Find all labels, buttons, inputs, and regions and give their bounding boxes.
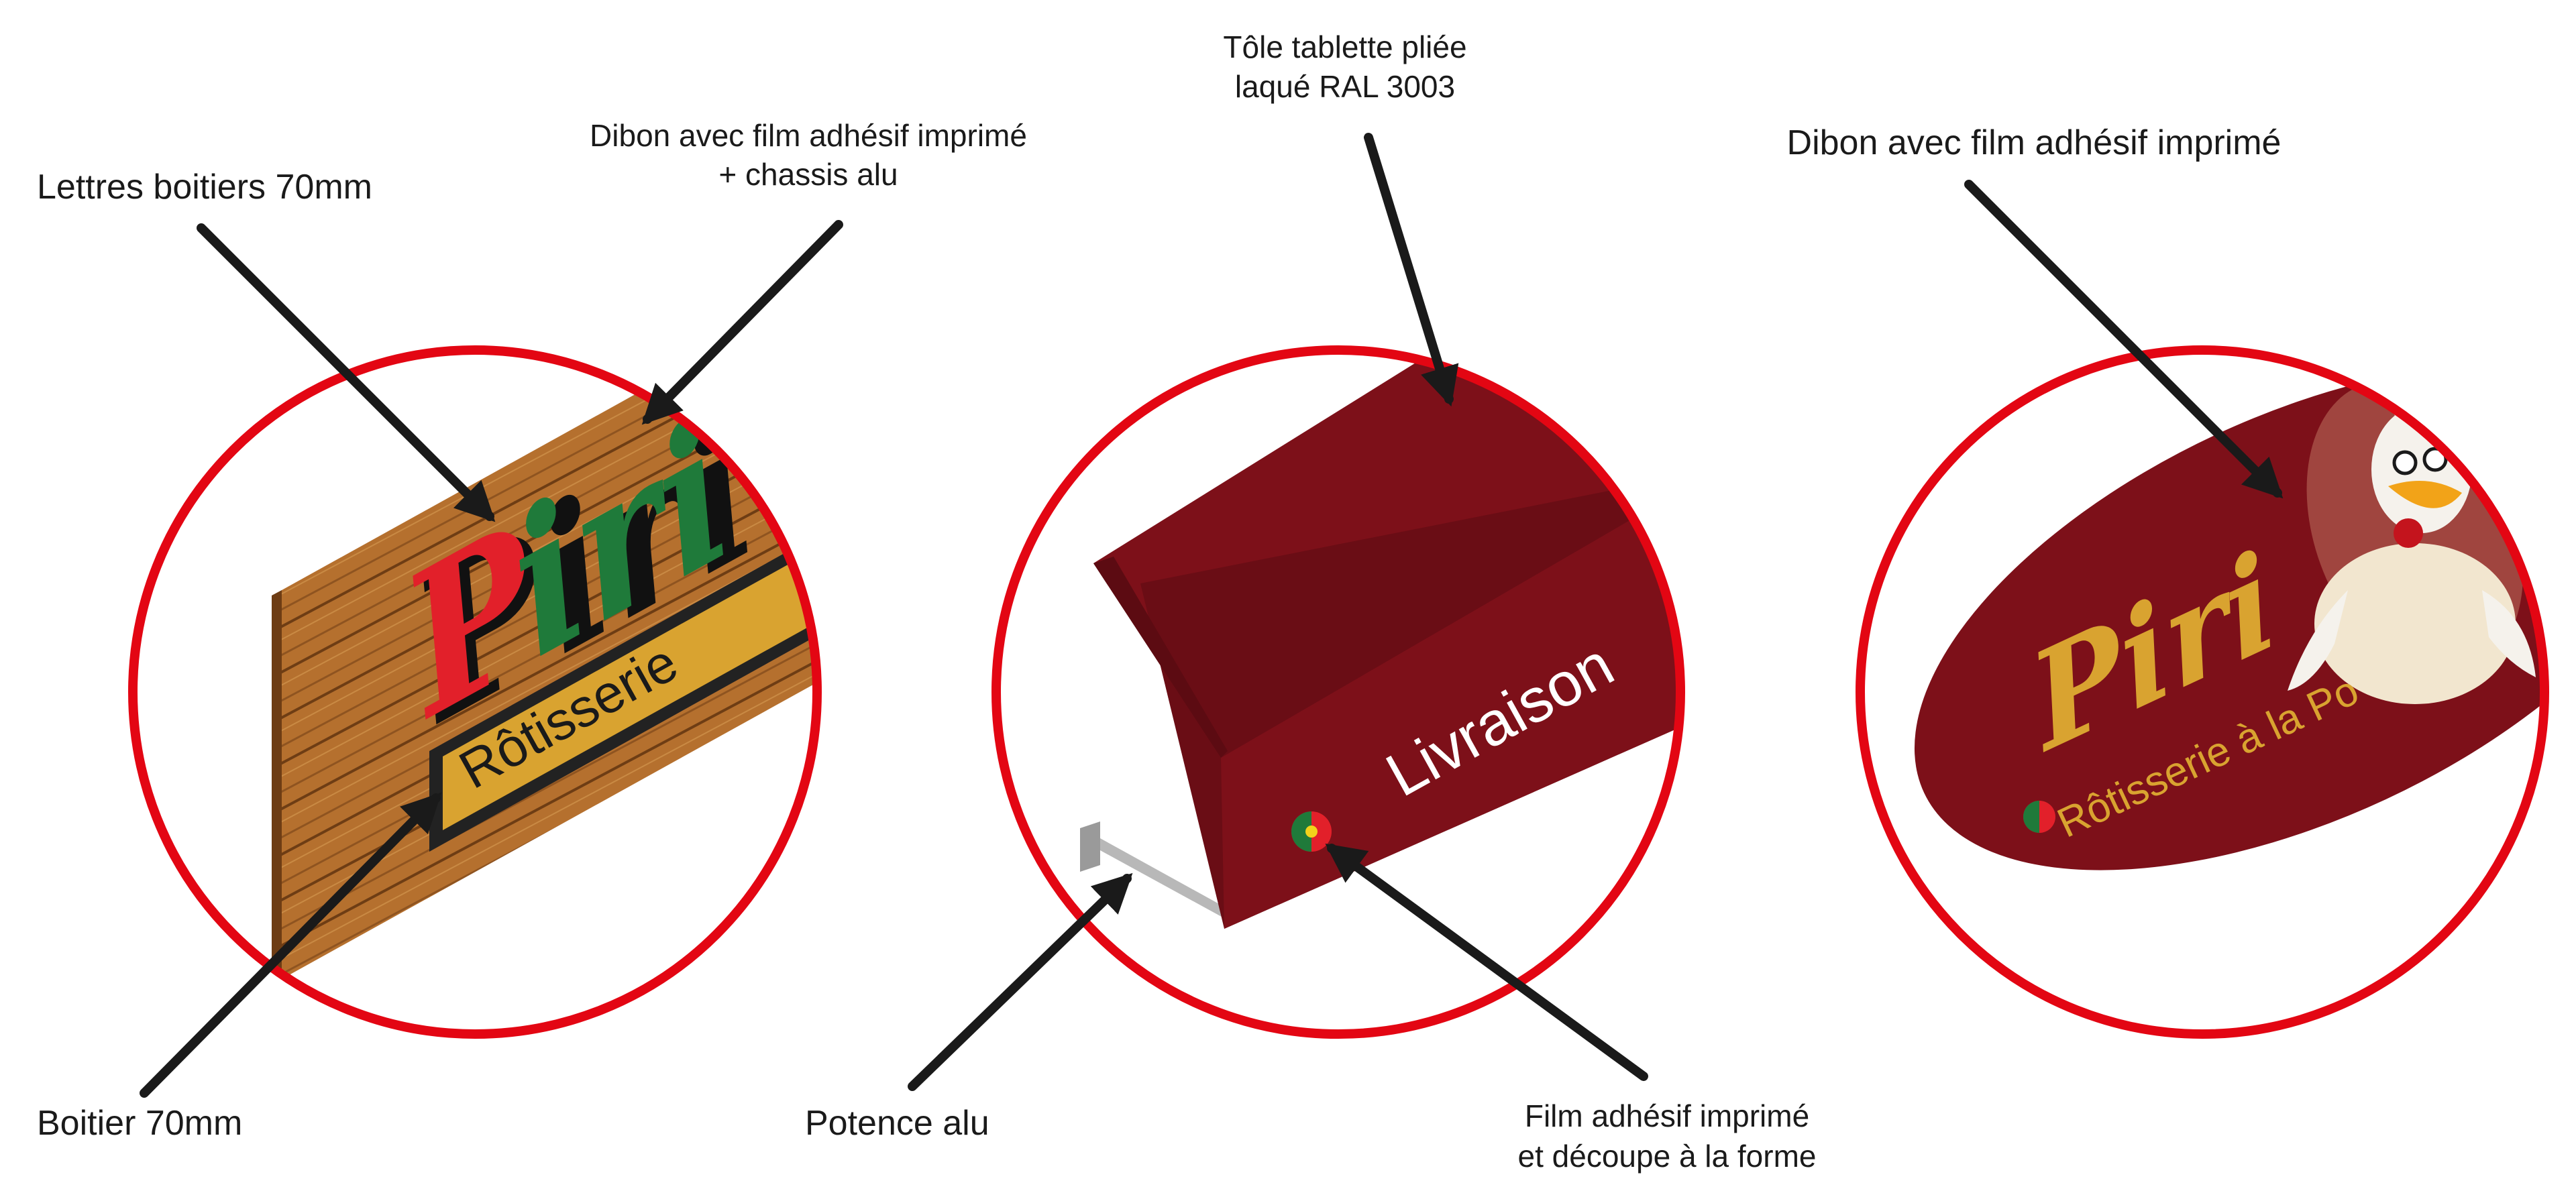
bracket-arm xyxy=(1100,838,1228,920)
label-dibon-chassis-line2: + chassis alu xyxy=(718,157,898,192)
arrow-boitier xyxy=(140,792,442,1098)
tablette-lip xyxy=(1093,557,1228,758)
label-tole-line1: Tôle tablette pliée xyxy=(1223,30,1466,64)
label-potence: Potence alu xyxy=(805,1104,989,1143)
chicken-mascot xyxy=(2288,369,2536,704)
right-detail: Piri Rôtisserie à la Po xyxy=(1856,345,2549,1039)
label-dibon-right: Dibon avec film adhésif imprimé xyxy=(1787,123,2282,162)
arrow-lettres-boitiers xyxy=(197,223,496,522)
flag-sticker-emblem xyxy=(1305,826,1318,838)
arrow-potence xyxy=(908,872,1133,1091)
bracket-plate xyxy=(1080,821,1100,872)
rotisserie-plate xyxy=(443,536,817,830)
middle-detail: Livraison xyxy=(991,345,1685,1039)
label-lettres-boitiers: Lettres boitiers 70mm xyxy=(37,168,372,207)
arrow-film xyxy=(1325,844,1648,1081)
arrow-dibon-chassis xyxy=(641,220,843,425)
label-boitier: Boitier 70mm xyxy=(37,1104,242,1143)
detail-ring-right xyxy=(1856,345,2549,1039)
label-dibon-chassis-line1: Dibon avec film adhésif imprimé xyxy=(590,118,1027,153)
label-film-line2: et découpe à la forme xyxy=(1518,1139,1817,1174)
left-detail: Rôtisserie Piri P iri xyxy=(128,345,822,1039)
flag-sticker-right-green xyxy=(2023,801,2039,833)
wood-panel-edge xyxy=(272,590,282,984)
tablette-face xyxy=(1221,469,1680,929)
label-tole-line2: laqué RAL 3003 xyxy=(1235,69,1455,104)
detail-ring-middle xyxy=(991,345,1685,1039)
detail-ring-left xyxy=(128,345,822,1039)
flag-sticker-green xyxy=(1291,811,1311,852)
callout-labels: Lettres boitiers 70mm Dibon avec film ad… xyxy=(37,30,2281,1174)
arrow-tole xyxy=(1364,133,1459,407)
label-film-line1: Film adhésif imprimé xyxy=(1525,1098,1809,1133)
arrow-dibon-right xyxy=(1964,180,2284,499)
leader-arrows xyxy=(140,133,2284,1098)
